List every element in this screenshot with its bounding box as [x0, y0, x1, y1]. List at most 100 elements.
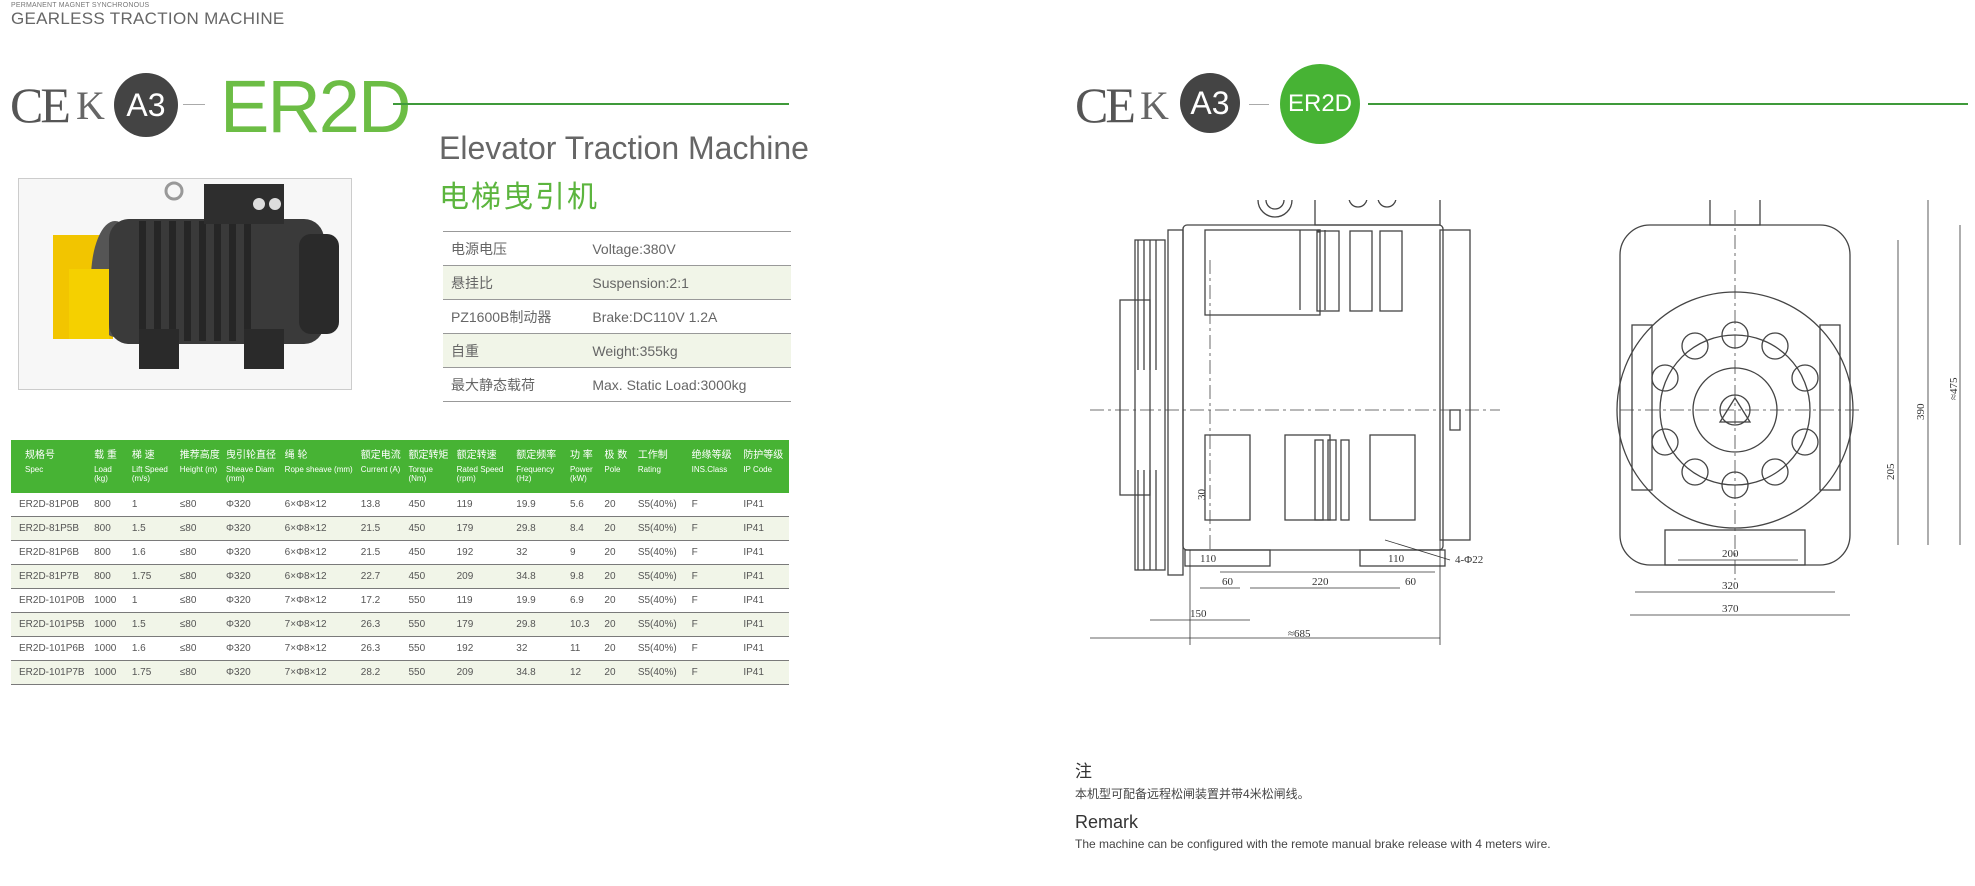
table-cell: 179: [454, 516, 515, 541]
table-cell: 192: [454, 636, 515, 661]
table-cell: ER2D-81P6B: [11, 540, 93, 565]
dim-475: ≈475: [1948, 377, 1960, 400]
technical-drawing: ≈685 150 60 220 60 110 110 30 4-Φ22 200 …: [1090, 200, 1961, 645]
table-cell: IP41: [741, 612, 789, 637]
note-heading-en: Remark: [1075, 812, 1139, 832]
product-title-cn: 电梯曳引机: [439, 181, 599, 214]
dim-390: 390: [1915, 403, 1927, 420]
header-label-cn: 绝缘等级: [691, 450, 732, 461]
header-label-cn: 推荐高度: [179, 450, 220, 461]
table-cell: 7×Φ8×12: [282, 660, 359, 685]
dim-370: 370: [1722, 603, 1739, 615]
header-label-en: Rated Speed (rpm): [456, 465, 504, 483]
table-cell: 34.8: [514, 564, 568, 589]
spec-label: 自重: [443, 333, 585, 368]
table-cell: ER2D-101P5B: [11, 612, 93, 637]
header-label-en: Current (A): [360, 465, 401, 474]
front-view: [1616, 200, 1860, 580]
table-cell: 550: [406, 588, 455, 613]
table-cell: 209: [454, 564, 515, 589]
header-label-en: INS.Class: [691, 465, 728, 474]
header-label-en: Load (kg): [94, 465, 112, 483]
table-cell: IP41: [741, 660, 789, 685]
table-cell: 12: [567, 660, 603, 685]
table-cell: S5(40%): [635, 516, 690, 541]
traction-machine-image: [53, 181, 339, 369]
divider: [1249, 104, 1269, 105]
table-cell: 28.2: [358, 660, 407, 685]
spec-label: 最大静态载荷: [443, 367, 585, 402]
table-cell: S5(40%): [635, 493, 690, 517]
table-cell: ≤80: [177, 516, 225, 541]
parameter-column-header: 工作制 Rating: [635, 440, 690, 493]
dim-110-left: 110: [1200, 553, 1217, 565]
table-cell: ER2D-101P7B: [11, 660, 93, 685]
table-cell: 1: [129, 493, 178, 517]
header-label-en: Rating: [637, 465, 661, 474]
dim-150: 150: [1190, 608, 1207, 620]
header-label-cn: 载 重: [94, 450, 117, 461]
table-cell: 8.4: [567, 516, 603, 541]
table-cell: 550: [406, 612, 455, 637]
spec-label: 电源电压: [443, 231, 585, 266]
header-subtitle: PERMANENT MAGNET SYNCHRONOUS: [11, 2, 150, 9]
header-label-en: IP Code: [743, 465, 773, 474]
dimension-lines: [1090, 200, 1961, 645]
kc-mark-icon: K: [76, 83, 105, 128]
spec-value: Suspension:2:1: [584, 265, 791, 300]
table-cell: 20: [602, 564, 636, 589]
table-cell: 6×Φ8×12: [282, 540, 359, 565]
dim-60-right: 60: [1405, 576, 1417, 588]
table-cell: 34.8: [514, 660, 568, 685]
table-cell: 1: [129, 588, 178, 613]
table-cell: ER2D-81P0B: [11, 493, 93, 517]
table-cell: IP41: [741, 516, 789, 541]
table-cell: ER2D-101P6B: [11, 636, 93, 661]
parameter-column-header: 载 重 Load (kg): [92, 440, 130, 493]
table-cell: 20: [602, 612, 636, 637]
table-cell: 11: [567, 636, 603, 661]
table-cell: 7×Φ8×12: [282, 636, 359, 661]
table-cell: F: [689, 612, 742, 637]
dim-320: 320: [1722, 580, 1739, 592]
table-cell: Φ320: [224, 612, 283, 637]
table-cell: F: [689, 660, 742, 685]
table-cell: ≤80: [177, 612, 225, 637]
table-cell: 450: [406, 493, 455, 517]
table-cell: 26.3: [358, 612, 407, 637]
table-cell: 800: [92, 540, 130, 565]
table-cell: 1.75: [129, 564, 178, 589]
table-cell: 800: [92, 516, 130, 541]
table-cell: ≤80: [177, 540, 225, 565]
table-cell: S5(40%): [635, 660, 690, 685]
product-name: ER2D: [220, 65, 411, 148]
header-label-cn: 工作制: [637, 450, 668, 461]
table-cell: 20: [602, 660, 636, 685]
table-cell: 20: [602, 516, 636, 541]
table-cell: Φ320: [224, 516, 283, 541]
table-cell: 800: [92, 493, 130, 517]
dim-685: ≈685: [1288, 628, 1311, 640]
table-cell: 21.5: [358, 516, 407, 541]
header-label-en: Power (kW): [569, 465, 593, 483]
table-cell: 450: [406, 516, 455, 541]
table-cell: 550: [406, 636, 455, 661]
table-cell: Φ320: [224, 540, 283, 565]
table-cell: 20: [602, 636, 636, 661]
table-cell: S5(40%): [635, 564, 690, 589]
table-cell: 29.8: [514, 516, 568, 541]
table-cell: F: [689, 588, 742, 613]
